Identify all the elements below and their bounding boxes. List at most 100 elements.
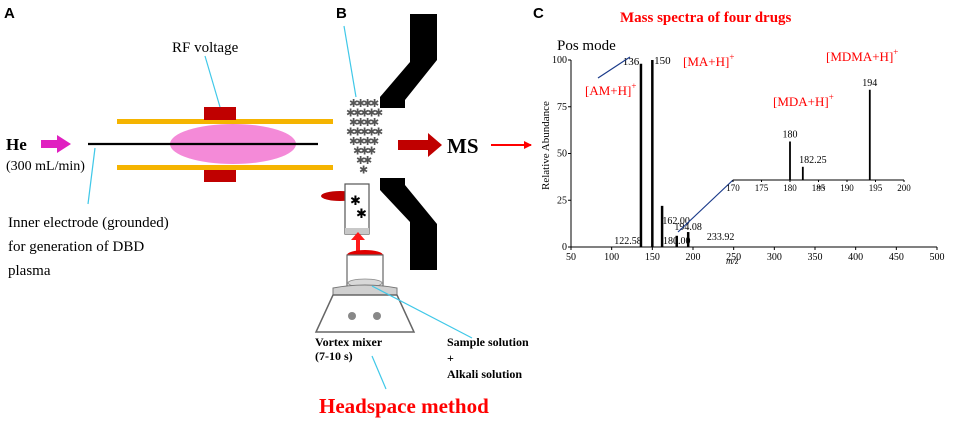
x-tick-label: 50 — [566, 252, 576, 263]
electrode-label-line-2: for generation of DBD — [8, 239, 144, 255]
tube-bottom — [345, 228, 369, 234]
peak-label: 150 — [654, 55, 671, 67]
solution-label-line-1: Sample solution — [447, 335, 529, 349]
inset-spectrum — [789, 89, 871, 180]
inset-tick-label: 180 — [783, 183, 797, 193]
x-tick-label: 300 — [767, 252, 782, 263]
vapor-particle-glyph: ✱ — [363, 117, 372, 129]
y-tick-label: 25 — [557, 195, 567, 206]
panel-c-letter: C — [533, 5, 544, 22]
peak-label: 162.00 — [662, 216, 690, 227]
ion-label-ma: [MA+H]+ — [683, 52, 734, 69]
vapor-particle-glyph: ✱ — [356, 155, 365, 167]
vapor-particle-glyph: ✱ — [360, 108, 369, 120]
rf-block-top — [204, 107, 236, 120]
vapor-cluster: ✱✱✱✱✱✱✱✱✱✱✱✱✱✱✱✱✱✱✱✱✱✱✱✱✱✱✱✱ — [346, 98, 383, 177]
ion-label-am: [AM+H]+ — [585, 81, 636, 98]
main-peaks — [639, 60, 690, 247]
vapor-particle-glyph: ✱ — [353, 108, 362, 120]
inset-tick-label: 175 — [755, 183, 769, 193]
x-tick-label: 350 — [808, 252, 823, 263]
vapor-particle-glyph: ✱ — [346, 127, 355, 139]
vapor-particle-glyph: ✱ — [363, 136, 372, 148]
peak-label: 194.08 — [674, 222, 702, 233]
vapor-particle-glyph: ✱ — [356, 117, 365, 129]
vapor-particle-glyph: ✱ — [353, 146, 362, 158]
inlet-arrow — [398, 133, 442, 157]
inset-tick-label: 170 — [726, 183, 740, 193]
x-tick-label: 100 — [604, 252, 619, 263]
vapor-particle-glyph: ✱ — [367, 146, 376, 158]
inset-peak-label: 182.25 — [799, 155, 827, 166]
x-tick-label: 150 — [645, 252, 660, 263]
zoom-connector — [677, 179, 734, 233]
ms-label: MS — [447, 134, 479, 158]
cluster-callout-line — [343, 25, 357, 98]
vortex-label-line-1: Vortex mixer — [315, 335, 383, 349]
x-axis-label: m/z — [726, 256, 739, 266]
vapor-particle-glyph: ✱ — [363, 98, 372, 110]
panel-b-letter: B — [336, 5, 347, 22]
mixer-top-plate — [332, 284, 398, 296]
panel-c: C Mass spectra of four drugs Pos mode Re… — [533, 5, 945, 266]
vapor-particle-glyph: ✱ — [349, 98, 358, 110]
peak-label: 136 — [623, 56, 640, 68]
mixer-knob-left — [348, 312, 356, 320]
inset-peak-label: 194 — [862, 78, 877, 89]
vapor-particle-glyph: ✱ — [349, 136, 358, 148]
inset-tick-label: 200 — [897, 183, 911, 193]
peak-label: 233.92 — [707, 232, 735, 243]
vortex-label-line-2: (7-10 s) — [315, 349, 353, 363]
ms-inlet-top — [380, 14, 437, 108]
vapor-particle-glyph: ✱ — [360, 127, 369, 139]
vapor-particle-glyph: ✱ — [356, 136, 365, 148]
electrode-label-line-3: plasma — [8, 263, 51, 279]
x-tick-label: 400 — [848, 252, 863, 263]
inset-x-axis-label: m/z — [817, 185, 826, 191]
am-callout-line — [597, 56, 631, 79]
electrode-bar-bottom — [117, 165, 333, 170]
vortex-mixer-body — [314, 294, 416, 333]
inset-tick-label: 195 — [869, 183, 883, 193]
mode-label: Pos mode — [557, 38, 616, 54]
up-arrow — [351, 232, 365, 252]
y-tick-label: 50 — [557, 149, 567, 160]
rf-voltage-label: RF voltage — [172, 40, 239, 56]
vapor-particle-glyph: ✱ — [346, 108, 355, 120]
vapor-particle-glyph: ✱ — [370, 98, 379, 110]
vapor-particle-glyph: ✱ — [356, 98, 365, 110]
vapor-particle-glyph: ✱ — [367, 127, 376, 139]
electrode-callout-line — [87, 147, 96, 205]
tube-vapor-glyph-1: ✱ — [350, 193, 361, 208]
chart-title: Mass spectra of four drugs — [620, 10, 792, 26]
vapor-particle-glyph: ✱ — [349, 117, 358, 129]
solution-label-line-3: Alkali solution — [447, 367, 522, 381]
panel-a-letter: A — [4, 5, 15, 22]
ion-label-mda: [MDA+H]+ — [773, 92, 834, 109]
x-tick-label: 200 — [686, 252, 701, 263]
vapor-particle-glyph: ✱ — [367, 108, 376, 120]
gas-inlet-arrow — [41, 135, 71, 153]
peak-label: 180.00 — [663, 236, 691, 247]
inset-tick-label: 190 — [840, 183, 854, 193]
y-tick-label: 0 — [562, 242, 567, 253]
electrode-label-line-1: Inner electrode (grounded) — [8, 215, 169, 231]
vapor-particle-glyph: ✱ — [374, 127, 383, 139]
solution-callout-line — [371, 285, 473, 339]
tube-vapor-glyph-2: ✱ — [356, 206, 367, 221]
solution-label-line-2: + — [447, 351, 454, 365]
inset-peak-label: 180 — [783, 130, 798, 141]
mixer-knob-right — [373, 312, 381, 320]
y-tick-label: 100 — [552, 55, 567, 66]
method-title: Headspace method — [319, 394, 489, 418]
panel-b: B ✱✱✱✱✱✱✱✱✱✱✱✱✱✱✱✱✱✱✱✱✱✱✱✱✱✱✱✱ ✱ ✱ MS Vo — [314, 5, 532, 418]
vapor-particle-glyph: ✱ — [370, 136, 379, 148]
inset-peak-labels: 180 182.25 194 — [783, 78, 878, 166]
x-tick-label: 450 — [889, 252, 904, 263]
panel-a: A RF voltage He (300 mL/min) Inner elect… — [4, 5, 333, 279]
gas-label: He — [6, 135, 27, 154]
